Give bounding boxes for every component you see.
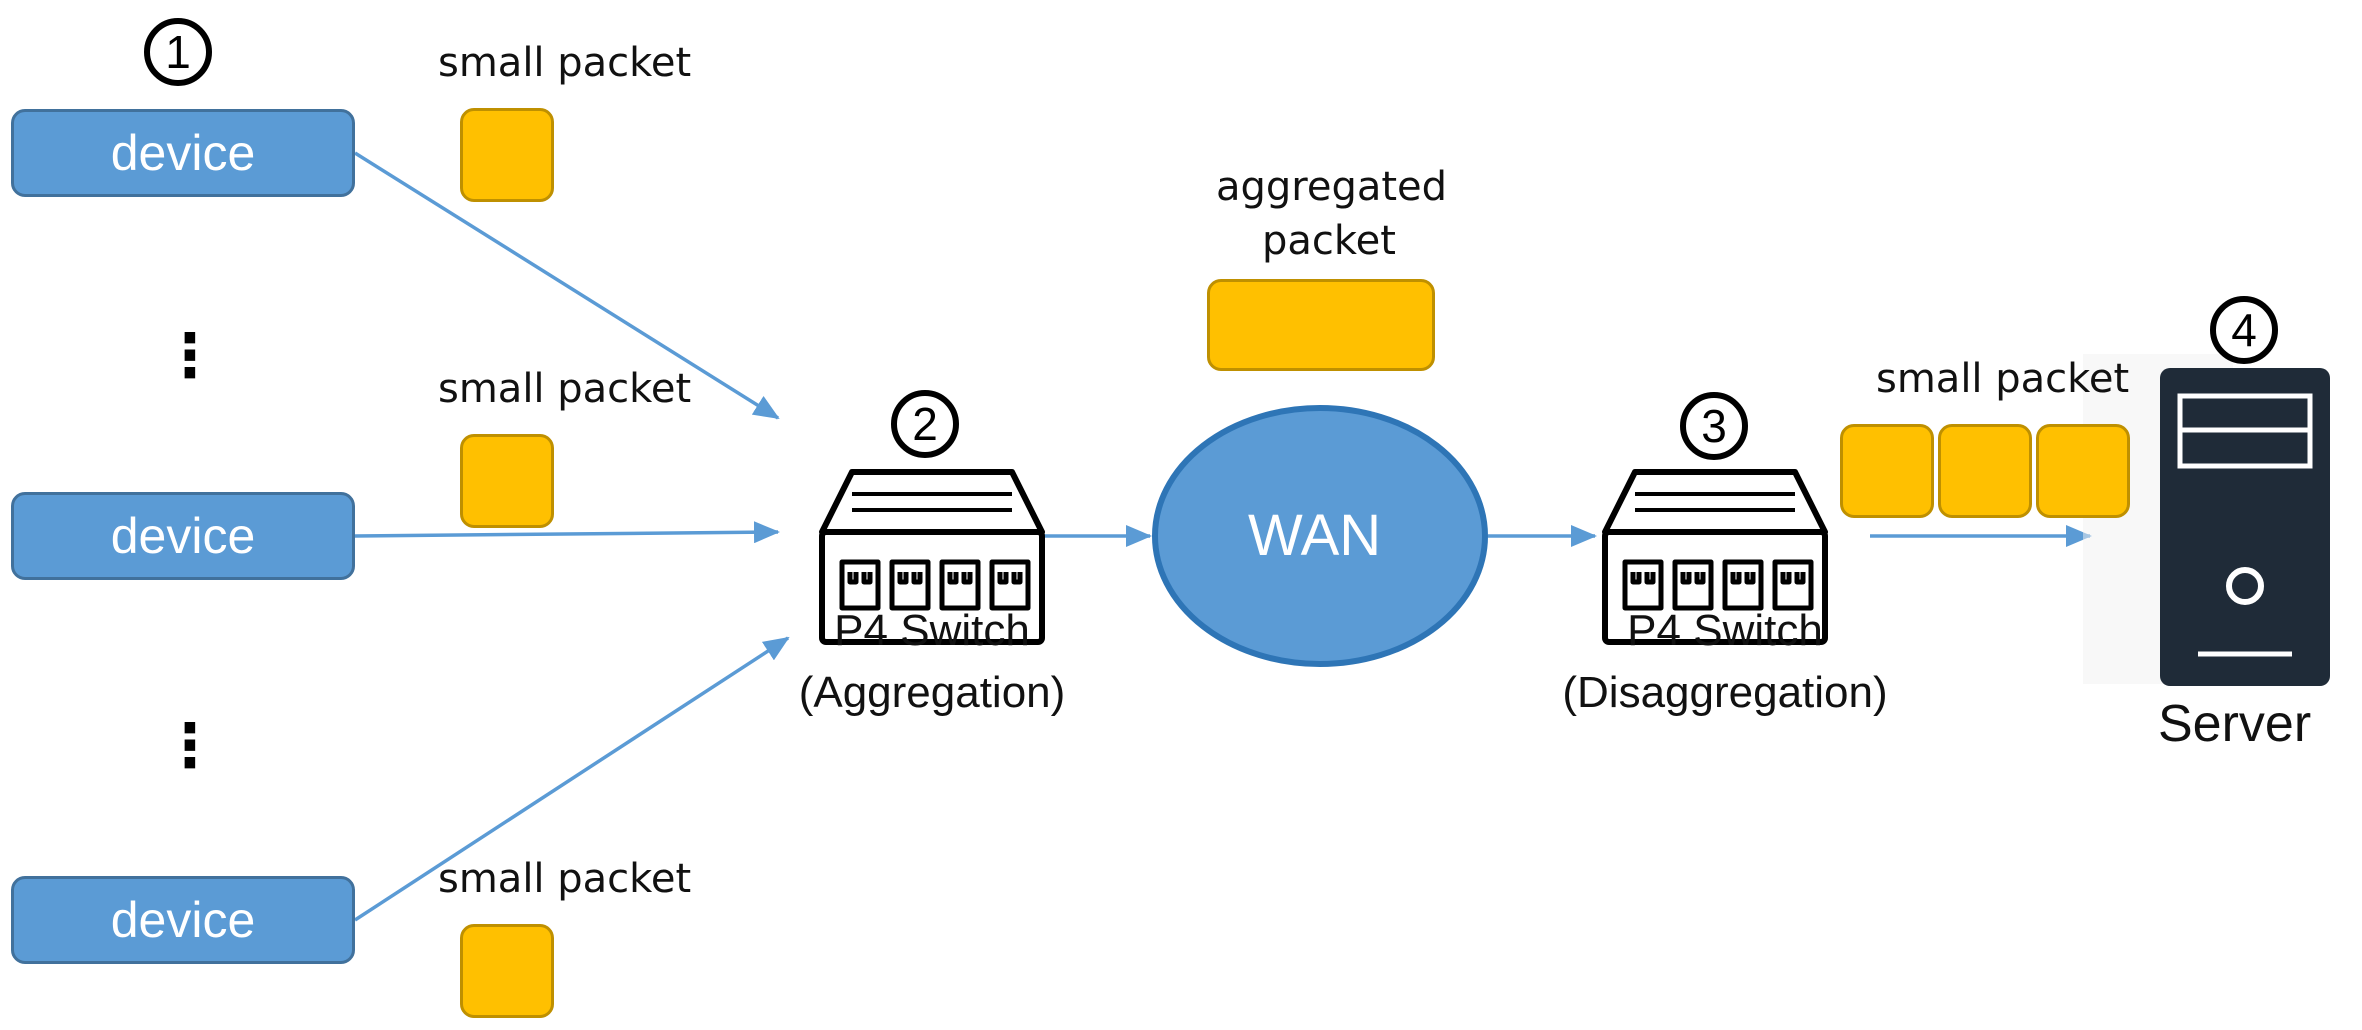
step-3-badge: 3 — [1680, 392, 1748, 460]
step-1-badge: 1 — [144, 18, 212, 86]
arrow-device1-to-switch — [354, 151, 780, 420]
wan-label: WAN — [1248, 503, 1382, 568]
wan-ellipse — [1152, 405, 1488, 667]
small-packet-right-2 — [1938, 424, 2032, 518]
switch-icon-disaggregation — [1602, 469, 1828, 645]
disaggregation-switch-title: P4 Switch — [1627, 606, 1823, 655]
small-packet-bottom — [460, 924, 554, 1018]
server-label: Server — [2158, 695, 2312, 753]
device-box-2: device — [11, 492, 355, 580]
step-4-badge: 4 — [2210, 296, 2278, 364]
small-packet-label-top: small packet — [438, 40, 692, 86]
small-packet-right-1 — [1840, 424, 1934, 518]
disaggregation-switch-subtitle: (Disaggregation) — [1562, 668, 1888, 717]
device-box-3: device — [11, 876, 355, 964]
small-packet-label-bottom: small packet — [438, 856, 692, 902]
aggregation-switch-subtitle: (Aggregation) — [798, 668, 1066, 717]
ellipsis-upper: ⋮ — [160, 321, 220, 391]
device-box-1: device — [11, 109, 355, 197]
server-icon — [2083, 354, 2330, 686]
small-packet-mid — [460, 434, 554, 528]
small-packet-right-3 — [2036, 424, 2130, 518]
small-packet-label-right: small packet — [1876, 356, 2130, 402]
ellipsis-lower: ⋮ — [160, 711, 220, 781]
aggregated-packet-label-line1: aggregated — [1216, 164, 1448, 210]
step-2-badge: 2 — [891, 390, 959, 458]
aggregated-packet — [1207, 279, 1435, 371]
arrow-device3-to-switch — [354, 636, 790, 922]
small-packet-label-mid: small packet — [438, 366, 692, 412]
aggregation-switch-title: P4 Switch — [834, 606, 1030, 655]
switch-icon-aggregation — [819, 469, 1045, 645]
small-packet-top — [460, 108, 554, 202]
arrow-device2-to-switch — [354, 521, 780, 544]
aggregated-packet-label-line2: packet — [1262, 218, 1396, 264]
